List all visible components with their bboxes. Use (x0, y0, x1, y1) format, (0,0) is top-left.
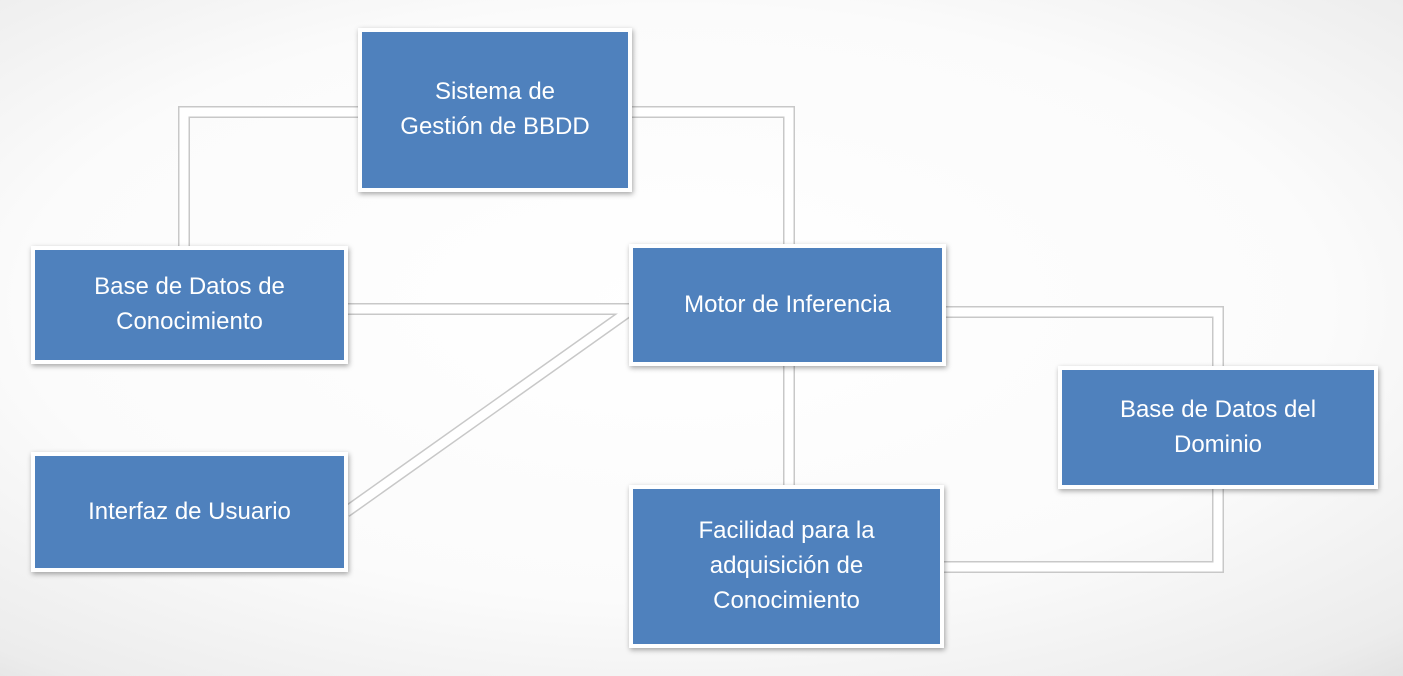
node-interfaz-usuario-label: Interfaz de Usuario (88, 497, 291, 525)
node-sistema-gestion-bbdd-label: Sistema de Gestión de BBDD (400, 78, 590, 140)
node-base-datos-conocimiento-label: Base de Datos de Conocimiento (94, 273, 285, 335)
edge-sgbd-to-motor (630, 106, 795, 246)
connector-motor-to-dominio (944, 307, 1223, 368)
edge-dominio-to-facilidad (942, 487, 1224, 573)
connector-interfaz-to-motor (343, 305, 635, 516)
node-base-datos-dominio-label: Base de Datos del Dominio (1119, 395, 1317, 458)
node-facilidad-adquisicion-label: Facilidad para la adquisición de Conocim… (698, 517, 875, 614)
connector-sgbd-to-base-conocimiento (179, 107, 360, 248)
connectors (179, 107, 1223, 572)
connector-dominio-to-facilidad (942, 487, 1223, 572)
edge-sgbd-to-base-conocimiento (178, 106, 360, 248)
node-facilidad-adquisicion[interactable]: Facilidad para la adquisición de Conocim… (629, 485, 944, 648)
node-base-datos-dominio[interactable]: Base de Datos del Dominio (1058, 366, 1378, 489)
node-motor-inferencia-label: Motor de Inferencia (684, 290, 891, 318)
node-base-datos-conocimiento[interactable]: Base de Datos de Conocimiento (31, 246, 348, 364)
connector-sgbd-to-motor (630, 107, 794, 246)
edge-motor-to-dominio (944, 306, 1224, 368)
node-sistema-gestion-bbdd[interactable]: Sistema de Gestión de BBDD (358, 28, 632, 192)
node-interfaz-usuario[interactable]: Interfaz de Usuario (31, 452, 348, 572)
node-motor-inferencia[interactable]: Motor de Inferencia (629, 244, 946, 366)
